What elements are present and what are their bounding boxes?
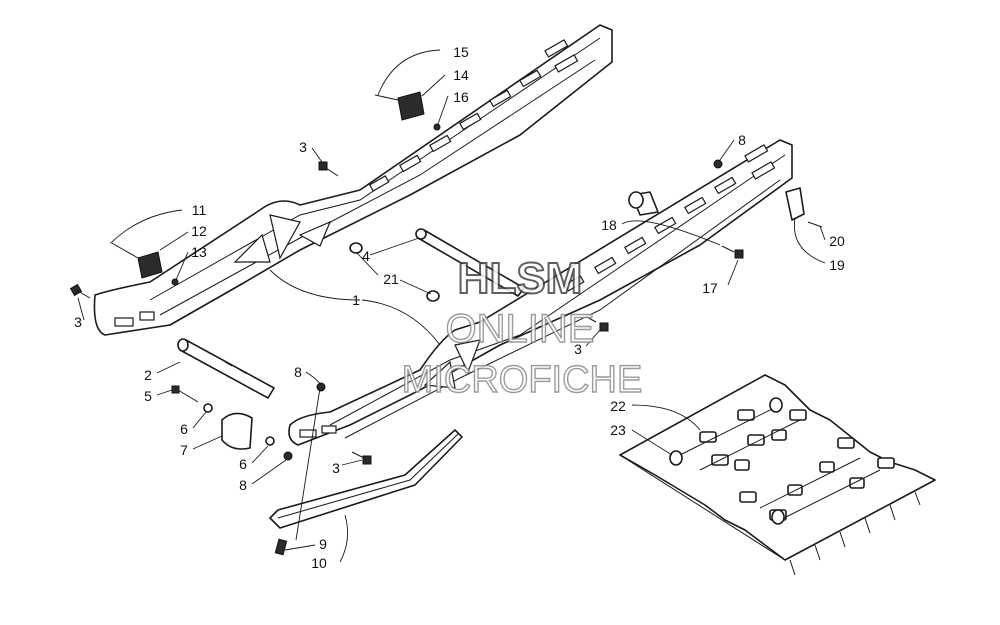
- screw-9: [274, 538, 288, 556]
- washer-21-a: [349, 242, 363, 254]
- callout-8: 8: [738, 132, 746, 148]
- callout-21: 21: [383, 271, 399, 287]
- callout-11: 11: [192, 202, 207, 218]
- callout-22: 22: [610, 398, 626, 414]
- right-rail-cutouts: [299, 144, 776, 438]
- bracket-19: [785, 187, 805, 221]
- bumper-14: [397, 91, 425, 121]
- bumper-12: [137, 251, 163, 279]
- callout-1: 1: [352, 292, 360, 308]
- cross-shaft-4: [415, 228, 525, 297]
- callout-3: 3: [74, 314, 82, 330]
- callout-20: 20: [829, 233, 845, 249]
- slide-10: [269, 429, 463, 529]
- callout-12: 12: [191, 223, 207, 239]
- washer-6-a: [203, 403, 213, 413]
- watermark: HLSM ONLINE MICROFICHE: [401, 253, 643, 402]
- callout-7: 7: [180, 442, 188, 458]
- bolt-17: [721, 245, 744, 259]
- bolt-15: [374, 94, 399, 101]
- axle-2: [177, 338, 275, 399]
- callout-4: 4: [362, 248, 370, 264]
- left-rail-cutouts: [114, 39, 579, 327]
- callout-6: 6: [239, 456, 247, 472]
- callout-17: 17: [702, 280, 718, 296]
- callout-14: 14: [453, 67, 469, 83]
- leader-lines: [77, 49, 826, 563]
- nut-8-b: [316, 382, 326, 392]
- nut-16: [433, 123, 441, 131]
- callout-3: 3: [332, 460, 340, 476]
- nut-8-c: [713, 159, 723, 169]
- bolt-3-mid: [584, 315, 609, 332]
- bolt-3-left: [69, 283, 91, 299]
- callout-13: 13: [191, 244, 207, 260]
- callout-2: 2: [144, 367, 152, 383]
- bolt-3-top: [318, 161, 339, 177]
- nut-13: [171, 278, 179, 286]
- nut-8-a: [283, 451, 293, 461]
- callout-9: 9: [319, 536, 327, 552]
- washer-6-b: [265, 436, 275, 446]
- callout-6: 6: [180, 421, 188, 437]
- callout-23: 23: [610, 422, 626, 438]
- right-rail: [288, 139, 793, 446]
- watermark-line-2: ONLINE: [446, 307, 595, 351]
- callout-19: 19: [829, 257, 845, 273]
- spacer-18: [628, 191, 659, 216]
- callout-10: 10: [311, 555, 327, 571]
- left-rail: [93, 24, 613, 336]
- watermark-line-1: HLSM: [458, 254, 583, 303]
- callout-8: 8: [239, 477, 247, 493]
- callout-8: 8: [294, 364, 302, 380]
- clip-23: [669, 450, 683, 466]
- callout-5: 5: [144, 388, 152, 404]
- callout-3: 3: [299, 139, 307, 155]
- callout-3: 3: [574, 341, 582, 357]
- watermark-line-3: MICROFICHE: [402, 359, 643, 401]
- bolt-11: [109, 241, 139, 259]
- callout-16: 16: [453, 89, 469, 105]
- bolt-3-bottom: [351, 451, 372, 465]
- callout-18: 18: [601, 217, 617, 233]
- track-section: [619, 374, 936, 576]
- hardware: [69, 91, 823, 556]
- callout-15: 15: [453, 44, 469, 60]
- washer-21-b: [426, 290, 440, 302]
- bolt-5: [171, 385, 199, 403]
- spacer-7: [221, 412, 253, 450]
- callout-labels: 15 14 16 3 11 12 13 3 4 21 1 2 5 6 7 6 8…: [74, 44, 845, 571]
